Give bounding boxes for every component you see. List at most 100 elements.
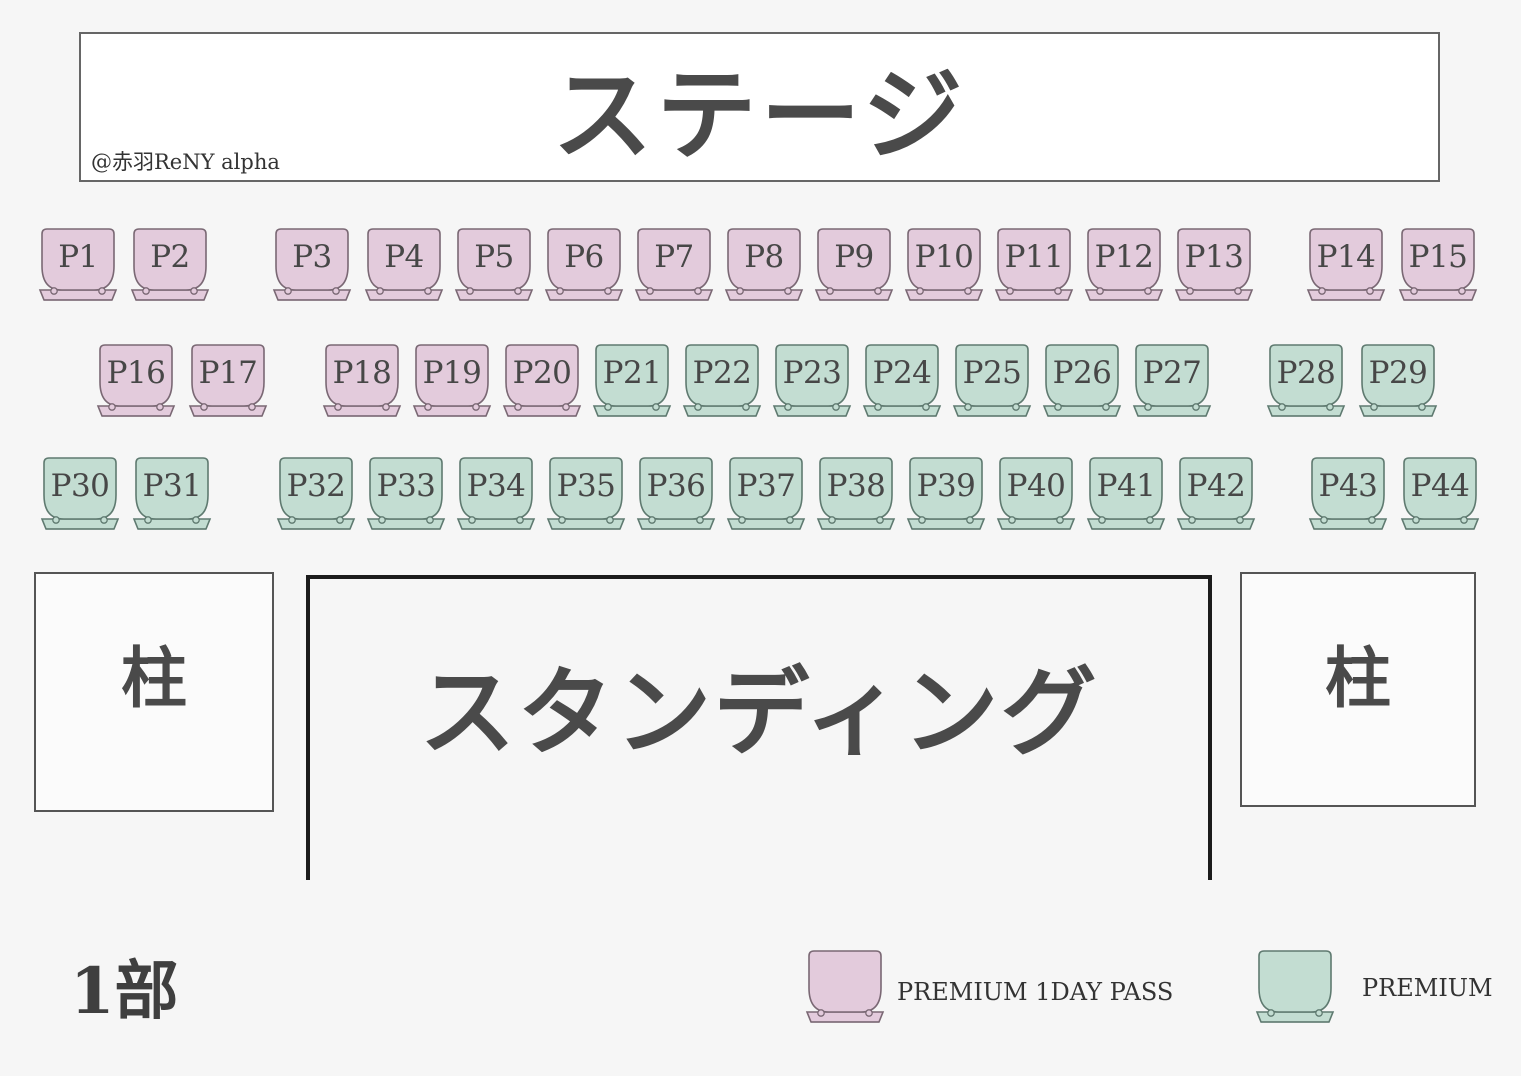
part-label: 1部 bbox=[70, 954, 179, 1029]
pillar-right-label: 柱 bbox=[1325, 640, 1391, 717]
stage-title: ステージ bbox=[552, 57, 967, 174]
seat-label: P19 bbox=[422, 355, 482, 391]
seat-p36[interactable]: P36 bbox=[636, 457, 716, 539]
seat-label: P40 bbox=[1006, 468, 1066, 504]
seat-label: P17 bbox=[198, 355, 258, 391]
seat-label: P30 bbox=[50, 468, 110, 504]
legend-pink-seat-icon bbox=[805, 950, 885, 1032]
seat-label: P18 bbox=[332, 355, 392, 391]
seat-p11[interactable]: P11 bbox=[994, 228, 1074, 310]
seat-label: P37 bbox=[736, 468, 796, 504]
legend-green-seat-icon bbox=[1255, 950, 1335, 1032]
seat-label: P29 bbox=[1368, 355, 1428, 391]
seat-p30[interactable]: P30 bbox=[40, 457, 120, 539]
seat-p27[interactable]: P27 bbox=[1132, 344, 1212, 426]
seat-p23[interactable]: P23 bbox=[772, 344, 852, 426]
seat-p33[interactable]: P33 bbox=[366, 457, 446, 539]
seat-label: P36 bbox=[646, 468, 706, 504]
seat-p4[interactable]: P4 bbox=[364, 228, 444, 310]
pillar-left: 柱 bbox=[34, 572, 274, 812]
seat-p26[interactable]: P26 bbox=[1042, 344, 1122, 426]
standing-area: スタンディング bbox=[306, 575, 1212, 880]
seat-p44[interactable]: P44 bbox=[1400, 457, 1480, 539]
venue-label: @赤羽ReNY alpha bbox=[91, 150, 280, 174]
seat-p37[interactable]: P37 bbox=[726, 457, 806, 539]
seat-label: P24 bbox=[872, 355, 932, 391]
seat-p43[interactable]: P43 bbox=[1308, 457, 1388, 539]
seat-p18[interactable]: P18 bbox=[322, 344, 402, 426]
seat-label: P7 bbox=[654, 239, 694, 275]
seat-p38[interactable]: P38 bbox=[816, 457, 896, 539]
seat-p21[interactable]: P21 bbox=[592, 344, 672, 426]
seat-p12[interactable]: P12 bbox=[1084, 228, 1164, 310]
seat-p32[interactable]: P32 bbox=[276, 457, 356, 539]
seat-p24[interactable]: P24 bbox=[862, 344, 942, 426]
seat-label: P16 bbox=[106, 355, 166, 391]
seat-label: P9 bbox=[834, 239, 874, 275]
seat-label: P25 bbox=[962, 355, 1022, 391]
seat-label: P6 bbox=[564, 239, 604, 275]
seat-label: P13 bbox=[1184, 239, 1244, 275]
seat-label: P4 bbox=[384, 239, 424, 275]
seat-label: P1 bbox=[58, 239, 98, 275]
legend-green-label: PREMIUM bbox=[1362, 974, 1493, 1002]
seat-p34[interactable]: P34 bbox=[456, 457, 536, 539]
seat-label: P41 bbox=[1096, 468, 1156, 504]
seat-label: P44 bbox=[1410, 468, 1470, 504]
seat-p28[interactable]: P28 bbox=[1266, 344, 1346, 426]
stage-area: ステージ @赤羽ReNY alpha bbox=[79, 32, 1440, 182]
seat-p29[interactable]: P29 bbox=[1358, 344, 1438, 426]
seat-label: P43 bbox=[1318, 468, 1378, 504]
seat-p42[interactable]: P42 bbox=[1176, 457, 1256, 539]
seat-p10[interactable]: P10 bbox=[904, 228, 984, 310]
seat-label: P33 bbox=[376, 468, 436, 504]
seat-label: P32 bbox=[286, 468, 346, 504]
seat-p31[interactable]: P31 bbox=[132, 457, 212, 539]
standing-title: スタンディング bbox=[419, 657, 1099, 769]
seat-label: P23 bbox=[782, 355, 842, 391]
seat-label: P20 bbox=[512, 355, 572, 391]
seat-label: P10 bbox=[914, 239, 974, 275]
pillar-right: 柱 bbox=[1240, 572, 1476, 807]
seat-label: P39 bbox=[916, 468, 976, 504]
seat-label: P42 bbox=[1186, 468, 1246, 504]
pillar-left-label: 柱 bbox=[121, 640, 187, 717]
seat-label: P22 bbox=[692, 355, 752, 391]
seat-p5[interactable]: P5 bbox=[454, 228, 534, 310]
seat-label: P12 bbox=[1094, 239, 1154, 275]
seat-p3[interactable]: P3 bbox=[272, 228, 352, 310]
seat-label: P5 bbox=[474, 239, 514, 275]
seat-p35[interactable]: P35 bbox=[546, 457, 626, 539]
seat-p25[interactable]: P25 bbox=[952, 344, 1032, 426]
seat-label: P3 bbox=[292, 239, 332, 275]
seat-label: P8 bbox=[744, 239, 784, 275]
seat-label: P26 bbox=[1052, 355, 1112, 391]
seat-p7[interactable]: P7 bbox=[634, 228, 714, 310]
seat-label: P34 bbox=[466, 468, 526, 504]
seat-p6[interactable]: P6 bbox=[544, 228, 624, 310]
seat-label: P11 bbox=[1004, 239, 1064, 275]
seat-p41[interactable]: P41 bbox=[1086, 457, 1166, 539]
seat-p15[interactable]: P15 bbox=[1398, 228, 1478, 310]
seat-label: P14 bbox=[1316, 239, 1376, 275]
seat-p8[interactable]: P8 bbox=[724, 228, 804, 310]
seat-label: P15 bbox=[1408, 239, 1468, 275]
seat-p1[interactable]: P1 bbox=[38, 228, 118, 310]
seat-label: P31 bbox=[142, 468, 202, 504]
seat-p13[interactable]: P13 bbox=[1174, 228, 1254, 310]
seat-label: P2 bbox=[150, 239, 190, 275]
seat-p2[interactable]: P2 bbox=[130, 228, 210, 310]
seat-p14[interactable]: P14 bbox=[1306, 228, 1386, 310]
seat-p16[interactable]: P16 bbox=[96, 344, 176, 426]
seat-p40[interactable]: P40 bbox=[996, 457, 1076, 539]
seat-p17[interactable]: P17 bbox=[188, 344, 268, 426]
seat-p39[interactable]: P39 bbox=[906, 457, 986, 539]
seat-label: P35 bbox=[556, 468, 616, 504]
seat-p19[interactable]: P19 bbox=[412, 344, 492, 426]
seat-p9[interactable]: P9 bbox=[814, 228, 894, 310]
seat-p20[interactable]: P20 bbox=[502, 344, 582, 426]
seat-label: P21 bbox=[602, 355, 662, 391]
seat-label: P28 bbox=[1276, 355, 1336, 391]
seat-p22[interactable]: P22 bbox=[682, 344, 762, 426]
legend-pink-label: PREMIUM 1DAY PASS bbox=[897, 978, 1174, 1006]
